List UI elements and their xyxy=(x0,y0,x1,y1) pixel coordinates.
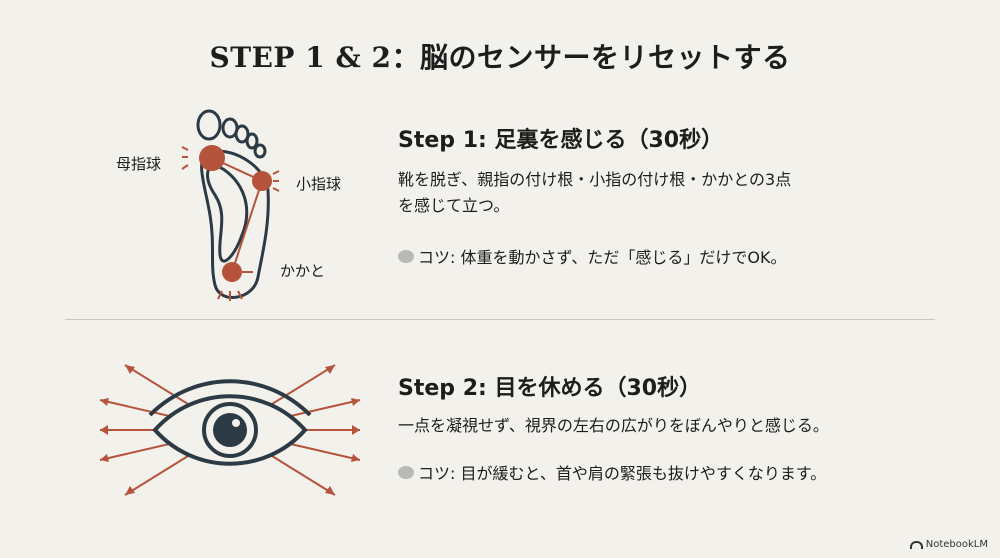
eye-illustration xyxy=(99,364,361,496)
badge-text: NotebookLM xyxy=(925,539,988,550)
brain-icon xyxy=(398,249,414,263)
little-toe-point xyxy=(252,171,272,191)
step2-heading: Step 2: 目を休める（30秒） xyxy=(398,376,702,401)
big-toe-point xyxy=(199,145,225,171)
step1-text-2: を感じて立つ。 xyxy=(398,196,510,215)
page-title: STEP 1 & 2：脳のセンサーをリセットする xyxy=(209,41,791,74)
notebooklm-logo-icon xyxy=(909,540,923,549)
heel-point xyxy=(222,262,242,282)
step2-tip: コツ: 目が緩むと、首や肩の緊張も抜けやすくなります。 xyxy=(398,460,826,484)
brain-icon xyxy=(398,465,414,479)
step1-text-1: 靴を脱ぎ、親指の付け根・小指の付け根・かかとの3点 xyxy=(398,170,792,189)
step1-tip: コツ: 体重を動かさず、ただ「感じる」だけでOK。 xyxy=(398,244,786,268)
foot-illustration xyxy=(181,109,280,301)
step1-tip-text: コツ: 体重を動かさず、ただ「感じる」だけでOK。 xyxy=(418,248,787,267)
step2-text-1: 一点を凝視せず、視界の左右の広がりをぼんやりと感じる。 xyxy=(398,416,829,435)
step2-tip-text: コツ: 目が緩むと、首や肩の緊張も抜けやすくなります。 xyxy=(418,464,827,483)
label-little-toe: 小指球 xyxy=(296,175,342,193)
section-divider xyxy=(65,319,935,320)
label-big-toe: 母指球 xyxy=(116,155,162,173)
notebooklm-badge: NotebookLM xyxy=(909,539,988,550)
label-heel: かかと xyxy=(280,262,326,280)
step1-heading: Step 1: 足裏を感じる（30秒） xyxy=(398,128,724,153)
